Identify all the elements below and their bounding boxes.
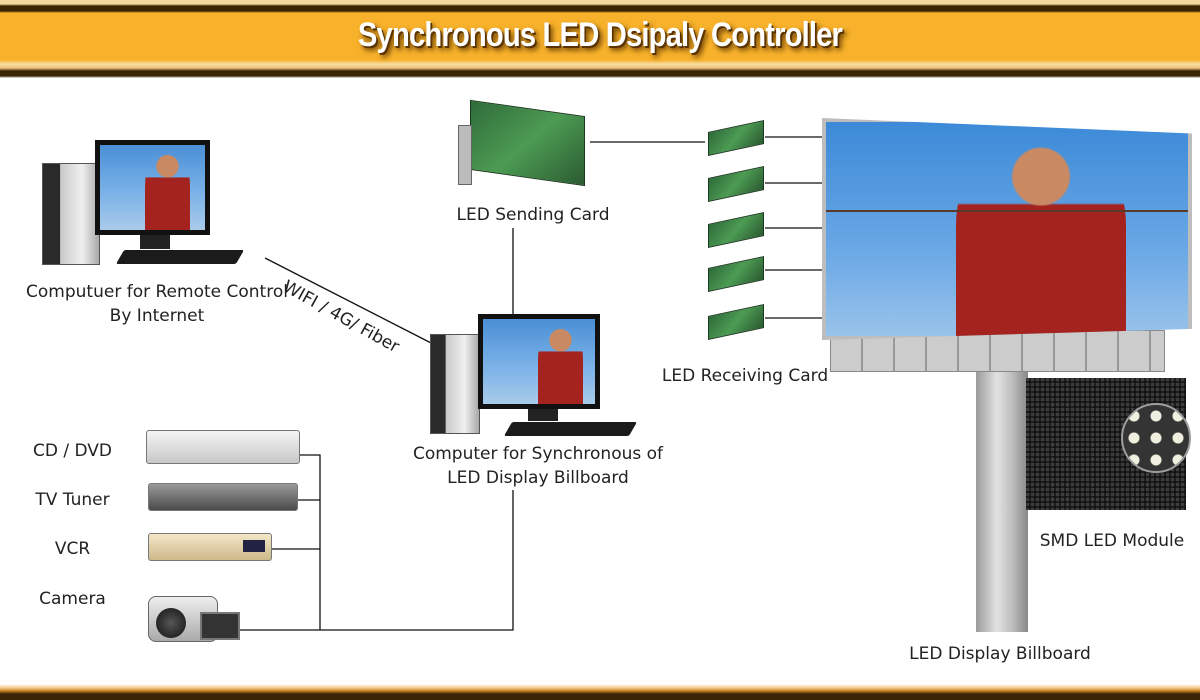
keyboard-icon	[503, 422, 638, 436]
receiving-card-label: LED Receiving Card	[661, 366, 829, 386]
cd-dvd-player-icon	[146, 430, 300, 464]
module-label: SMD LED Module	[1039, 531, 1185, 551]
sync-computer	[428, 312, 648, 442]
module-zoom-icon	[1121, 403, 1191, 473]
footer-bar	[0, 684, 1200, 700]
title-banner	[0, 0, 1200, 80]
sending-card-label: LED Sending Card	[456, 205, 610, 225]
keyboard-icon	[115, 250, 245, 264]
sources-to-computer-line	[240, 490, 514, 631]
sync-computer-label: Computer for Synchronous of LED Display …	[388, 442, 688, 490]
source-label: TV Tuner	[35, 490, 110, 510]
source-label: VCR	[54, 539, 91, 559]
source-label: Camera	[39, 589, 106, 609]
label-line: Computuer for Remote Control	[26, 282, 288, 302]
remote-computer	[40, 138, 270, 273]
smd-led-module-image	[1026, 378, 1191, 510]
camera-icon	[148, 578, 243, 646]
label-line: Computer for Synchronous of	[412, 444, 664, 464]
billboard-label: LED Display Billboard	[909, 644, 1091, 664]
label-line: LED Display Billboard	[447, 468, 629, 488]
billboard-pole	[976, 340, 1028, 632]
monitor-icon	[478, 314, 600, 409]
wifi-link-line	[264, 257, 436, 346]
monitor-icon	[95, 140, 210, 235]
remote-computer-label: Computuer for Remote Control By Internet	[7, 280, 307, 328]
tower-icon	[430, 334, 480, 434]
label-line: By Internet	[109, 306, 205, 326]
source-label: CD / DVD	[32, 441, 112, 461]
billboard-screen	[822, 118, 1192, 340]
tv-tuner-icon	[148, 483, 298, 511]
tower-icon	[42, 163, 100, 265]
page-title: Synchronous LED Dsipaly Controller	[357, 16, 843, 54]
vcr-icon	[148, 533, 272, 561]
